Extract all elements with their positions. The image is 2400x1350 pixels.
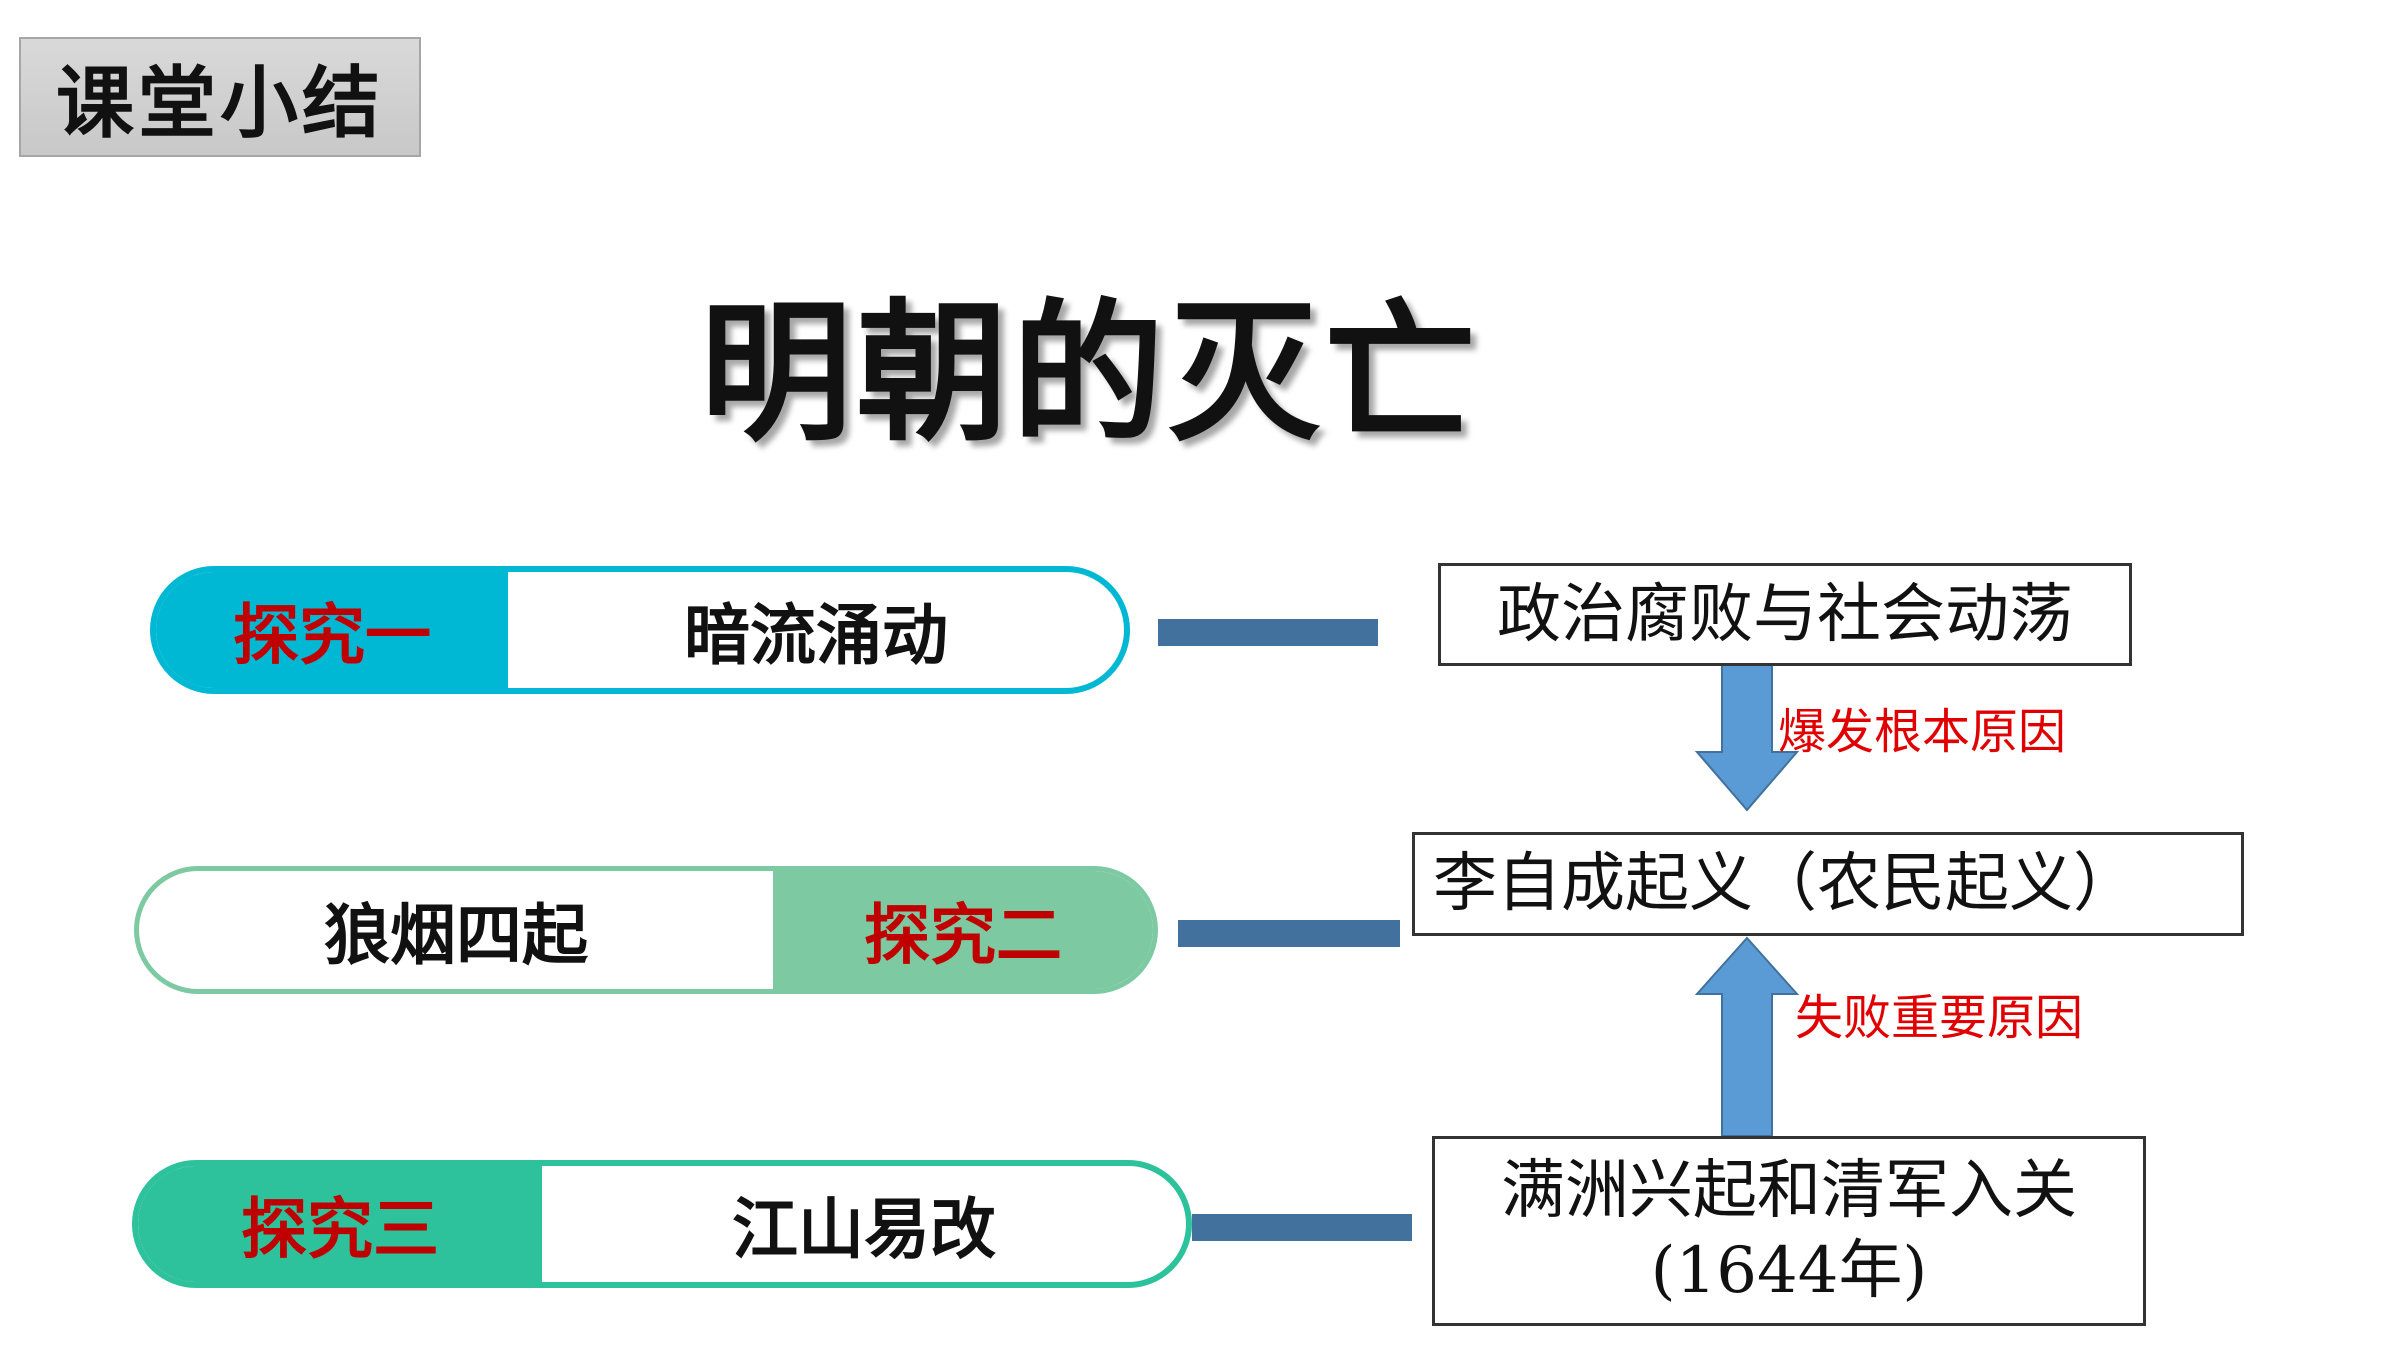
section-badge: 课堂小结 bbox=[19, 37, 421, 157]
topic-pill-1: 探究一 暗流涌动 bbox=[150, 566, 1130, 694]
topic-pill-1-label: 探究一 bbox=[156, 572, 508, 688]
manchu-box-line1: 满洲兴起和清军入关 bbox=[1501, 1154, 2077, 1228]
uprising-box-text: 李自成起义（农民起义） bbox=[1433, 847, 2137, 921]
up-arrow-icon bbox=[1694, 936, 1800, 1137]
topic-pill-2-topic: 狼烟四起 bbox=[324, 897, 588, 974]
manchu-box: 满洲兴起和清军入关 (1644年) bbox=[1432, 1136, 2146, 1326]
down-arrow-label: 爆发根本原因 bbox=[1778, 704, 2067, 760]
section-badge-label: 课堂小结 bbox=[55, 59, 384, 149]
uprising-box: 李自成起义（农民起义） bbox=[1412, 832, 2244, 936]
connector-3 bbox=[1192, 1214, 1412, 1241]
topic-pill-2-label: 探究二 bbox=[773, 871, 1153, 989]
up-arrow-label: 失败重要原因 bbox=[1795, 990, 2084, 1046]
down-arrow-icon bbox=[1694, 664, 1800, 812]
topic-pill-2: 狼烟四起 探究二 bbox=[134, 866, 1158, 994]
cause-box: 政治腐败与社会动荡 bbox=[1438, 563, 2132, 666]
page-title: 明朝的灭亡 bbox=[700, 285, 1480, 462]
topic-pill-3-label: 探究三 bbox=[138, 1166, 542, 1282]
topic-pill-1-topic: 暗流涌动 bbox=[684, 597, 948, 674]
connector-1 bbox=[1158, 619, 1378, 646]
topic-pill-3-topic: 江山易改 bbox=[732, 1191, 996, 1268]
cause-box-text: 政治腐败与社会动荡 bbox=[1497, 577, 2073, 652]
connector-2 bbox=[1178, 920, 1400, 947]
topic-pill-3: 探究三 江山易改 bbox=[132, 1160, 1192, 1288]
manchu-box-line2: (1644年) bbox=[1650, 1234, 1928, 1308]
